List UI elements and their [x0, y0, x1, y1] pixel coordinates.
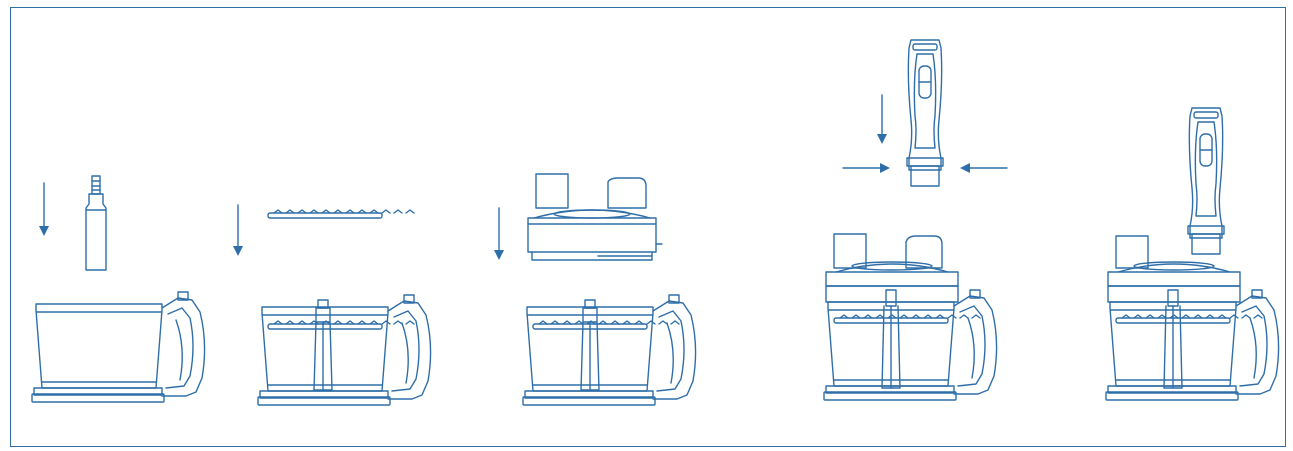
lid [528, 174, 662, 260]
left-arrow-icon [960, 163, 1007, 173]
step-5 [1106, 108, 1279, 400]
step-1 [32, 176, 205, 402]
hand-blender-motor-mounted [1188, 108, 1224, 254]
down-arrow-icon [39, 183, 49, 236]
step-4 [824, 40, 1007, 400]
bowl-1 [32, 292, 205, 402]
down-arrow-icon [877, 95, 887, 144]
step-2 [233, 205, 431, 405]
blade-disc [268, 210, 414, 218]
assembled-bowl-5 [1106, 236, 1279, 400]
hand-blender-motor [907, 40, 943, 186]
assembled-bowl-4 [824, 234, 997, 400]
bowl-3 [523, 295, 696, 405]
down-arrow-icon [233, 205, 243, 256]
drive-shaft [86, 176, 106, 270]
right-arrow-icon [843, 163, 890, 173]
step-3 [494, 174, 696, 405]
bowl-2 [258, 295, 431, 405]
down-arrow-icon [494, 208, 504, 260]
